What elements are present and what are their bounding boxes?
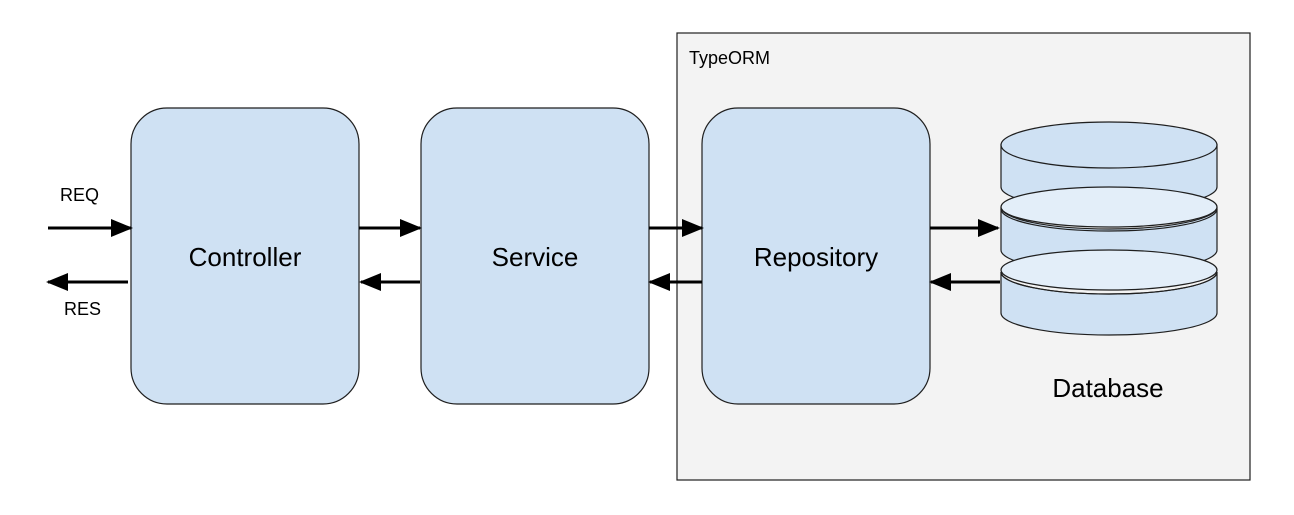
database-cylinder-icon: Database: [1000, 121, 1218, 403]
controller-box: [130, 107, 360, 405]
controller-label: Controller: [189, 242, 302, 272]
repository-box: [701, 107, 931, 405]
repository-node: Repository: [701, 107, 931, 405]
service-label: Service: [492, 242, 579, 272]
service-node: Service: [420, 107, 650, 405]
request-label: REQ: [60, 185, 99, 205]
response-label: RES: [64, 299, 101, 319]
database-rim-lower: [1000, 249, 1218, 291]
controller-node: Controller: [130, 107, 360, 405]
database-rim-upper: [1000, 186, 1218, 228]
database-top-cap: [1000, 121, 1218, 169]
service-box: [420, 107, 650, 405]
response-arrow: RES: [46, 273, 128, 319]
database-label: Database: [1052, 373, 1163, 403]
typeorm-group-label: TypeORM: [689, 48, 770, 68]
repository-label: Repository: [754, 242, 878, 272]
database-segment-bottom-top: [1000, 271, 1218, 295]
request-arrow: REQ: [48, 185, 133, 237]
database-segment-middle-top: [1000, 208, 1218, 232]
